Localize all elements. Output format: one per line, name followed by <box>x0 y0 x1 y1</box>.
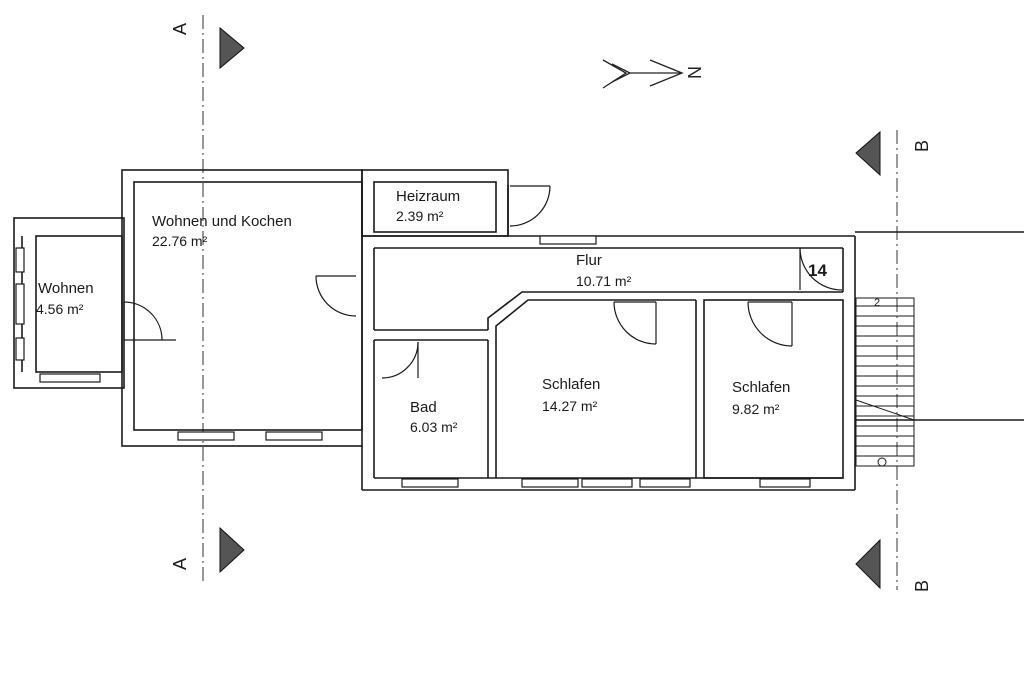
svg-text:A: A <box>170 558 190 570</box>
room-bad: Bad 6.03 m² <box>410 399 458 435</box>
doors <box>123 185 843 379</box>
room-schlafen-1: Schlafen 14.27 m² <box>542 376 600 414</box>
exterior-stair: 2 <box>855 297 915 467</box>
room-name: Schlafen <box>542 376 600 393</box>
room-area: 2.39 m² <box>396 208 444 224</box>
section-marker-b-top: B <box>855 130 932 177</box>
room-name: Bad <box>410 399 437 416</box>
room-name: Heizraum <box>396 188 460 205</box>
room-flur: Flur 10.71 m² <box>576 252 632 289</box>
room-name: Wohnen und Kochen <box>152 213 292 230</box>
windows <box>15 235 811 488</box>
section-marker-b-bottom: B <box>855 538 932 592</box>
room-schlafen-2: Schlafen 9.82 m² <box>732 379 790 417</box>
room-area: 10.71 m² <box>576 273 632 289</box>
room-area: 14.27 m² <box>542 398 598 414</box>
room-name: Wohnen <box>38 280 94 297</box>
north-arrow-icon: N <box>602 59 704 89</box>
room-wohnen-und-kochen: Wohnen und Kochen 22.76 m² <box>152 213 292 249</box>
svg-text:A: A <box>170 23 190 35</box>
room-heizraum: Heizraum 2.39 m² <box>396 188 460 224</box>
room-name: Schlafen <box>732 379 790 396</box>
room-name: Flur <box>576 252 602 269</box>
room-area: 6.03 m² <box>410 419 458 435</box>
svg-text:B: B <box>912 140 932 152</box>
svg-text:2: 2 <box>874 297 880 309</box>
section-marker-a-bottom: A <box>170 526 245 574</box>
stair-number: 14 <box>808 261 827 280</box>
svg-text:N: N <box>684 66 704 79</box>
section-marker-a-top: A <box>170 23 245 70</box>
svg-text:B: B <box>912 580 932 592</box>
room-area: 22.76 m² <box>152 233 208 249</box>
room-area: 9.82 m² <box>732 401 780 417</box>
room-area: 4.56 m² <box>36 301 84 317</box>
room-wohnen: Wohnen 4.56 m² <box>36 280 94 317</box>
